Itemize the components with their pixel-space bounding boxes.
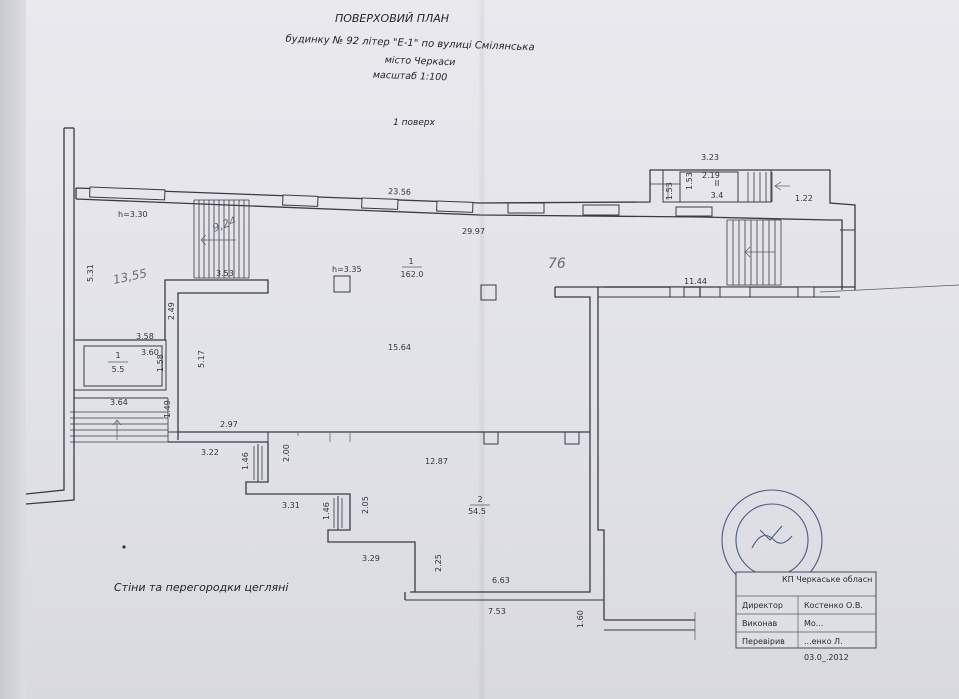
top-room-area: 3.4 xyxy=(711,191,724,200)
dim-205: 2.05 xyxy=(361,496,370,514)
small-room-area: 5.5 xyxy=(112,365,125,374)
main-hall-area: 162.0 xyxy=(401,270,424,279)
dim-146b: 1.46 xyxy=(322,502,331,520)
left-room-height: h=3.30 xyxy=(118,210,148,219)
plan-city: місто Черкаси xyxy=(385,55,456,68)
dim-149: 1.49 xyxy=(163,400,172,418)
paper-edge xyxy=(0,0,26,699)
dim-663: 6.63 xyxy=(492,576,510,585)
top-right-room xyxy=(650,169,790,203)
dim-hall-1564: 15.64 xyxy=(388,343,411,352)
dim-364: 3.64 xyxy=(110,398,128,407)
small-room xyxy=(70,339,268,443)
dim-room-358: 3.58 xyxy=(136,332,154,341)
room-2-walls xyxy=(245,442,604,601)
dim-top-wall: 23.56 xyxy=(388,187,411,197)
dim-329: 3.29 xyxy=(362,554,380,563)
room-2-area: 54.5 xyxy=(468,507,486,516)
dim-331: 3.31 xyxy=(282,501,300,510)
title-block-role-2: Виконав xyxy=(742,619,778,628)
dim-322: 3.22 xyxy=(201,448,219,457)
dim-right-top-width: 3.23 xyxy=(701,153,719,162)
dim-right-offset: 1.22 xyxy=(795,194,813,203)
dim-top-room-w: 2.19 xyxy=(702,171,720,180)
title-block-name-1: Костенко О.В. xyxy=(804,601,863,610)
dim-1287: 12.87 xyxy=(425,457,448,466)
dim-top-room-h2: 1.53 xyxy=(685,172,694,190)
plan-title: ПОВЕРХОВИЙ ПЛАН xyxy=(335,12,449,25)
dim-160: 1.60 xyxy=(576,610,585,628)
dim-753: 7.53 xyxy=(488,607,506,616)
left-external-wall xyxy=(25,127,75,505)
title-block-org: КП Черкаське обласн xyxy=(782,575,872,584)
plan-scale: масштаб 1:100 xyxy=(373,70,448,84)
main-hall-number: 1 xyxy=(408,257,413,266)
main-hall xyxy=(178,219,959,640)
plan-floor: 1 поверх xyxy=(393,118,436,128)
dim-room-360: 3.60 xyxy=(141,348,159,357)
title-block-role-1: Директор xyxy=(742,601,783,610)
dim-overall: 29.97 xyxy=(462,227,485,236)
dim-hall-517: 5.17 xyxy=(197,350,206,368)
dim-left-side: 5.31 xyxy=(86,264,95,282)
dim-hall-1144: 11.44 xyxy=(684,277,707,286)
wall-material-note: Стіни та перегородки цегляні xyxy=(114,581,288,594)
small-room-number: 1 xyxy=(115,351,120,360)
title-block: КП Черкаське обласн Директор Костенко О.… xyxy=(735,571,877,662)
dim-wall-249: 2.49 xyxy=(167,302,176,320)
title-block-role-3: Перевірив xyxy=(742,637,785,646)
dim-stair-left: 3.53 xyxy=(216,269,234,278)
dim-200: 2.00 xyxy=(282,444,291,462)
title-block-date: 03.0_.2012 xyxy=(804,653,849,662)
paper-fold xyxy=(478,0,486,699)
dim-top-room-h: 1.53 xyxy=(665,182,674,200)
top-wall xyxy=(75,169,856,290)
dim-146: 1.46 xyxy=(241,452,250,470)
pencil-note-left: 13,55 xyxy=(112,266,149,287)
room-2-number: 2 xyxy=(477,495,482,504)
plan-address: будинку № 92 літер "Е-1" по вулиці Сміля… xyxy=(285,33,534,54)
title-block-name-2: Мо... xyxy=(804,619,823,628)
dim-297: 2.97 xyxy=(220,420,238,429)
main-hall-height: h=3.35 xyxy=(332,265,362,274)
top-room-number: II xyxy=(715,179,720,188)
dim-225: 2.25 xyxy=(434,554,443,572)
pencil-note-right: 76 xyxy=(548,256,566,272)
title-block-name-3: ...енко Л. xyxy=(804,637,843,646)
dim-room-158: 1.58 xyxy=(156,354,165,372)
